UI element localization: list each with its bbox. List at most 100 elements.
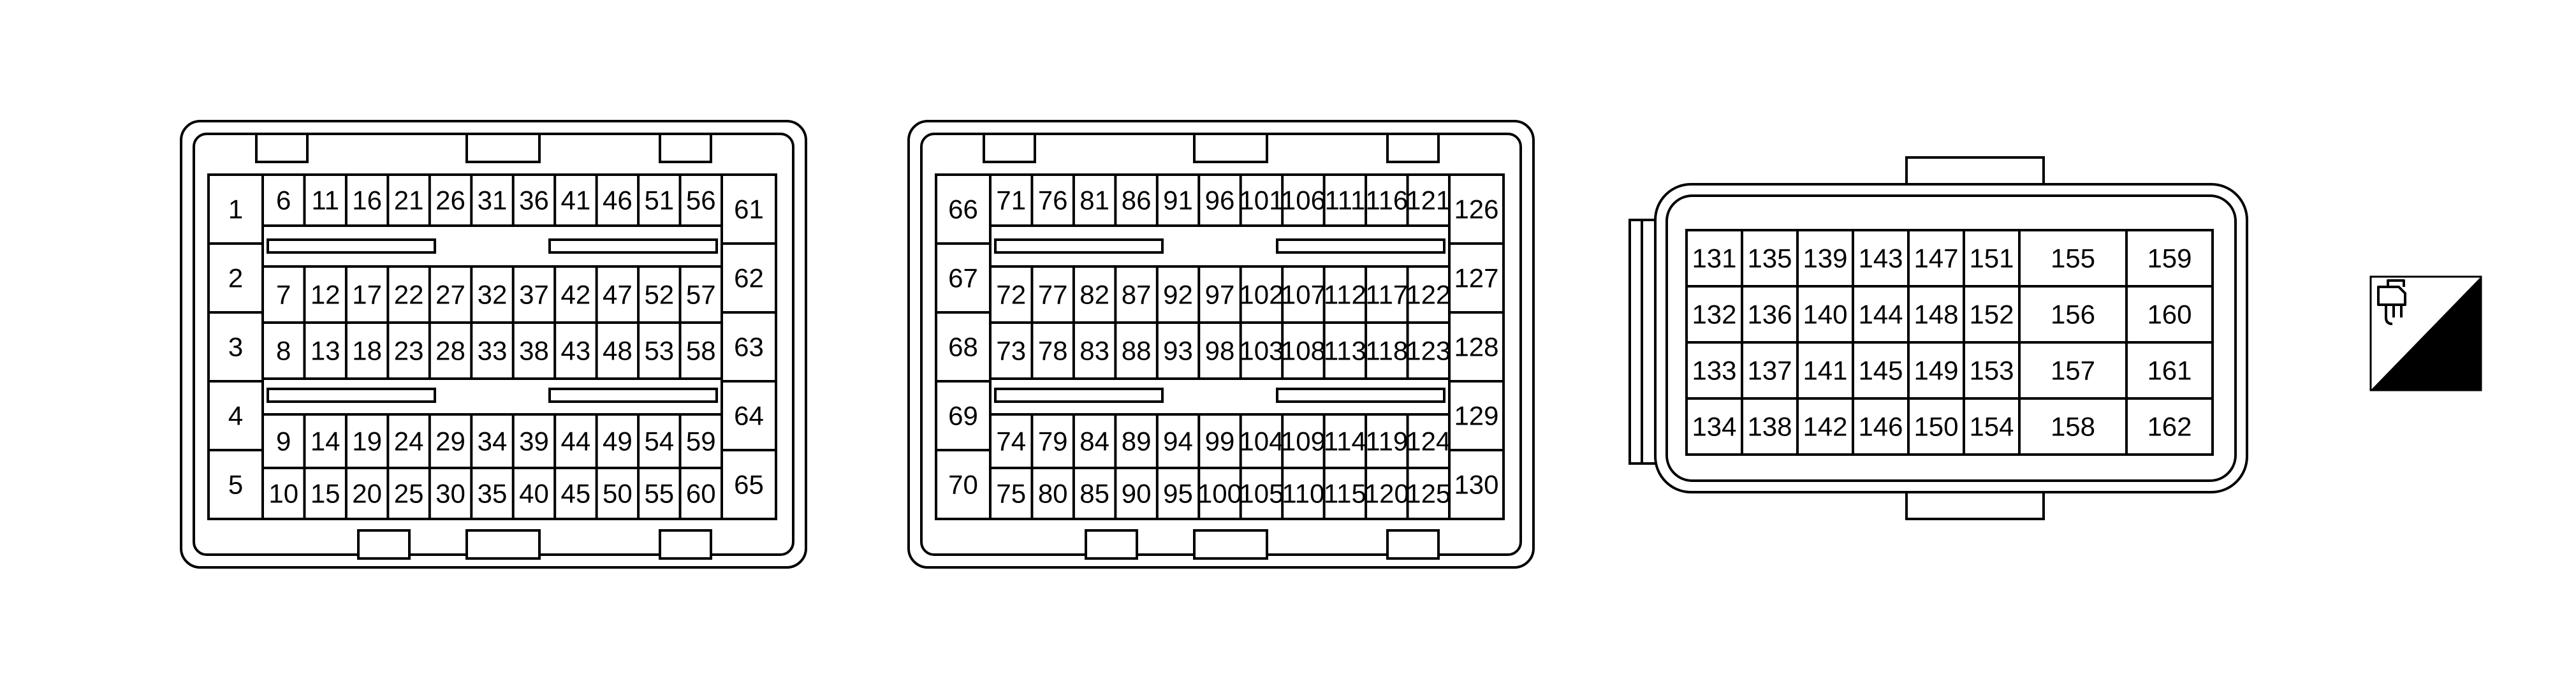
pin-label: 70 [948,470,978,500]
pin-label: 57 [686,280,716,310]
pin-label: 90 [1122,479,1152,509]
pin-label: 138 [1747,412,1792,442]
pin-label: 34 [478,427,508,456]
pin-label: 2 [228,263,243,293]
connector-b-bottom-tab [1193,529,1268,560]
pin-label: 24 [394,427,424,456]
pin-label: 15 [311,479,340,509]
pin-label: 67 [948,263,978,293]
pin-label: 97 [1205,280,1235,310]
pin-label: 35 [478,479,508,509]
pin-label: 86 [1122,186,1152,215]
pin-label: 96 [1205,186,1235,215]
pin-label: 68 [948,332,978,362]
pin-label: 113 [1324,336,1366,366]
pin-label: 109 [1281,427,1326,456]
connector-a-pin-frame [207,173,777,520]
pin-label: 162 [2147,412,2192,442]
pin-label: 4 [228,401,243,431]
pin-label: 72 [996,280,1026,310]
pin-label: 104 [1239,427,1284,456]
pin-label: 142 [1803,412,1847,442]
pin-label: 20 [352,479,382,509]
pin-label: 107 [1281,280,1326,310]
connector-a-top-tab [255,133,309,163]
pin-label: 102 [1239,280,1284,310]
pin-label: 17 [352,280,382,310]
pin-label: 123 [1406,336,1451,366]
pin-label: 160 [2147,300,2192,330]
pin-label: 111 [1324,186,1365,215]
pin-label: 120 [1365,479,1409,509]
pin-label: 130 [1454,470,1498,500]
pin-label: 38 [519,336,549,366]
pin-label: 124 [1406,427,1451,456]
pin-label: 114 [1324,427,1366,456]
badge-text: H.S. [2419,347,2480,383]
pin-label: 127 [1454,263,1498,293]
pin-label: 158 [2051,412,2095,442]
connector-b-outer-housing [907,120,1535,569]
pin-label: 75 [996,479,1026,509]
pin-label: 9 [276,427,291,456]
connector-b-bottom-tab [1386,529,1440,560]
pin-label: 78 [1038,336,1068,366]
pin-label: 5 [228,470,243,500]
pin-label: 125 [1406,479,1451,509]
pin-label: 31 [478,186,508,215]
pin-label: 69 [948,401,978,431]
pin-label: 7 [276,280,291,310]
pin-label: 32 [478,280,508,310]
pin-label: 56 [686,186,716,215]
pin-label: 116 [1365,186,1408,215]
pin-label: 11 [311,186,339,215]
pin-label: 145 [1858,356,1903,386]
pin-label: 55 [644,479,674,509]
pin-label: 103 [1239,336,1284,366]
pin-label: 110 [1282,479,1324,509]
pin-label: 66 [948,194,978,224]
pin-label: 136 [1747,300,1792,330]
connector-c-inner-housing [1665,194,2237,482]
connector-b-bottom-tab [1085,529,1138,560]
pin-label: 154 [1969,412,2014,442]
pin-label: 88 [1122,336,1152,366]
pin-label: 126 [1454,194,1498,224]
pin-label: 54 [644,427,674,456]
pin-label: 42 [561,280,591,310]
pin-label: 151 [1969,244,2014,274]
pin-label: 152 [1969,300,2014,330]
pin-label: 118 [1365,336,1408,366]
pin-label: 89 [1122,427,1152,456]
pin-label: 76 [1038,186,1068,215]
pin-label: 73 [996,336,1026,366]
pin-label: 41 [561,186,591,215]
pin-label: 18 [352,336,382,366]
connector-a-bottom-tab [465,529,541,560]
pin-label: 62 [734,263,764,293]
pin-label: 115 [1324,479,1366,509]
pin-label: 51 [644,186,674,215]
pin-label: 63 [734,332,764,362]
pin-label: 139 [1803,244,1847,274]
pin-label: 36 [519,186,549,215]
pin-label: 6 [276,186,291,215]
pin-label: 157 [2051,356,2095,386]
pin-label: 87 [1122,280,1152,310]
pin-label: 94 [1163,427,1193,456]
pin-label: 131 [1692,244,1736,274]
pin-label: 129 [1454,401,1498,431]
pin-label: 39 [519,427,549,456]
pin-label: 53 [644,336,674,366]
pin-label: 85 [1079,479,1109,509]
pin-label: 13 [311,336,340,366]
pin-label: 10 [268,479,298,509]
pin-label: 64 [734,401,764,431]
pin-label: 99 [1205,427,1235,456]
pin-label: 84 [1079,427,1109,456]
pin-label: 112 [1324,280,1366,310]
pin-label: 101 [1239,186,1284,215]
